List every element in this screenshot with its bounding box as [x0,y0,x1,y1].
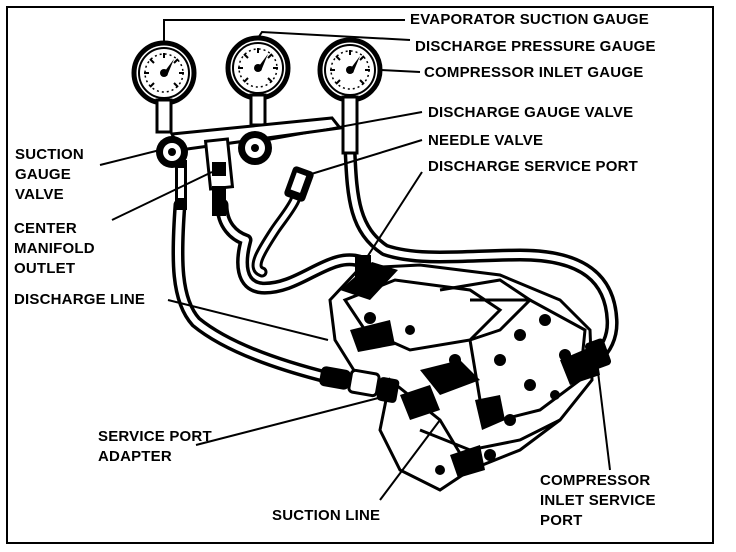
compressor-inlet-gauge [320,40,380,100]
label-line: INLET SERVICE [540,492,656,509]
label-line: ADAPTER [98,448,172,465]
label-needle-valve: NEEDLE VALVE [428,132,544,149]
discharge-service-port [355,255,371,277]
label-line: COMPRESSOR [540,472,651,489]
label-discharge-service-port: DISCHARGE SERVICE PORT [428,158,638,175]
label-evaporator-suction-gauge: EVAPORATOR SUCTION GAUGE [410,11,649,28]
label-line: SERVICE PORT [98,428,212,445]
label-line: OUTLET [14,260,76,277]
center-manifold-outlet [212,162,226,176]
label-suction-line: SUCTION LINE [272,507,381,524]
discharge-gauge-valve [238,131,272,165]
leader-lines [99,19,611,501]
label-center-manifold-outlet: CENTER MANIFOLD OUTLET [14,219,95,279]
diagram-frame [6,6,714,544]
discharge-pressure-gauge [228,38,288,98]
evaporator-suction-gauge [134,43,194,103]
label-compressor-inlet-service-port: COMPRESSOR INLET SERVICE PORT [540,471,656,531]
service-port-adapter [319,366,400,403]
label-line: MANIFOLD [14,240,95,257]
label-service-port-adapter: SERVICE PORT ADAPTER [98,427,212,467]
label-line: VALVE [15,186,64,203]
label-suction-gauge-valve: SUCTION GAUGE VALVE [15,145,84,205]
label-compressor-inlet-gauge: COMPRESSOR INLET GAUGE [424,64,644,81]
label-line: GAUGE [15,166,72,183]
compressor [328,262,600,492]
needle-valve [284,166,314,202]
label-line: PORT [540,512,583,529]
suction-gauge-valve [156,136,188,168]
label-line: SUCTION [15,146,84,163]
label-discharge-line: DISCHARGE LINE [14,291,146,308]
compressor-inlet-service-port [584,338,612,370]
label-discharge-pressure-gauge: DISCHARGE PRESSURE GAUGE [415,38,656,55]
label-line: CENTER [14,220,77,237]
label-discharge-gauge-valve: DISCHARGE GAUGE VALVE [428,104,634,121]
